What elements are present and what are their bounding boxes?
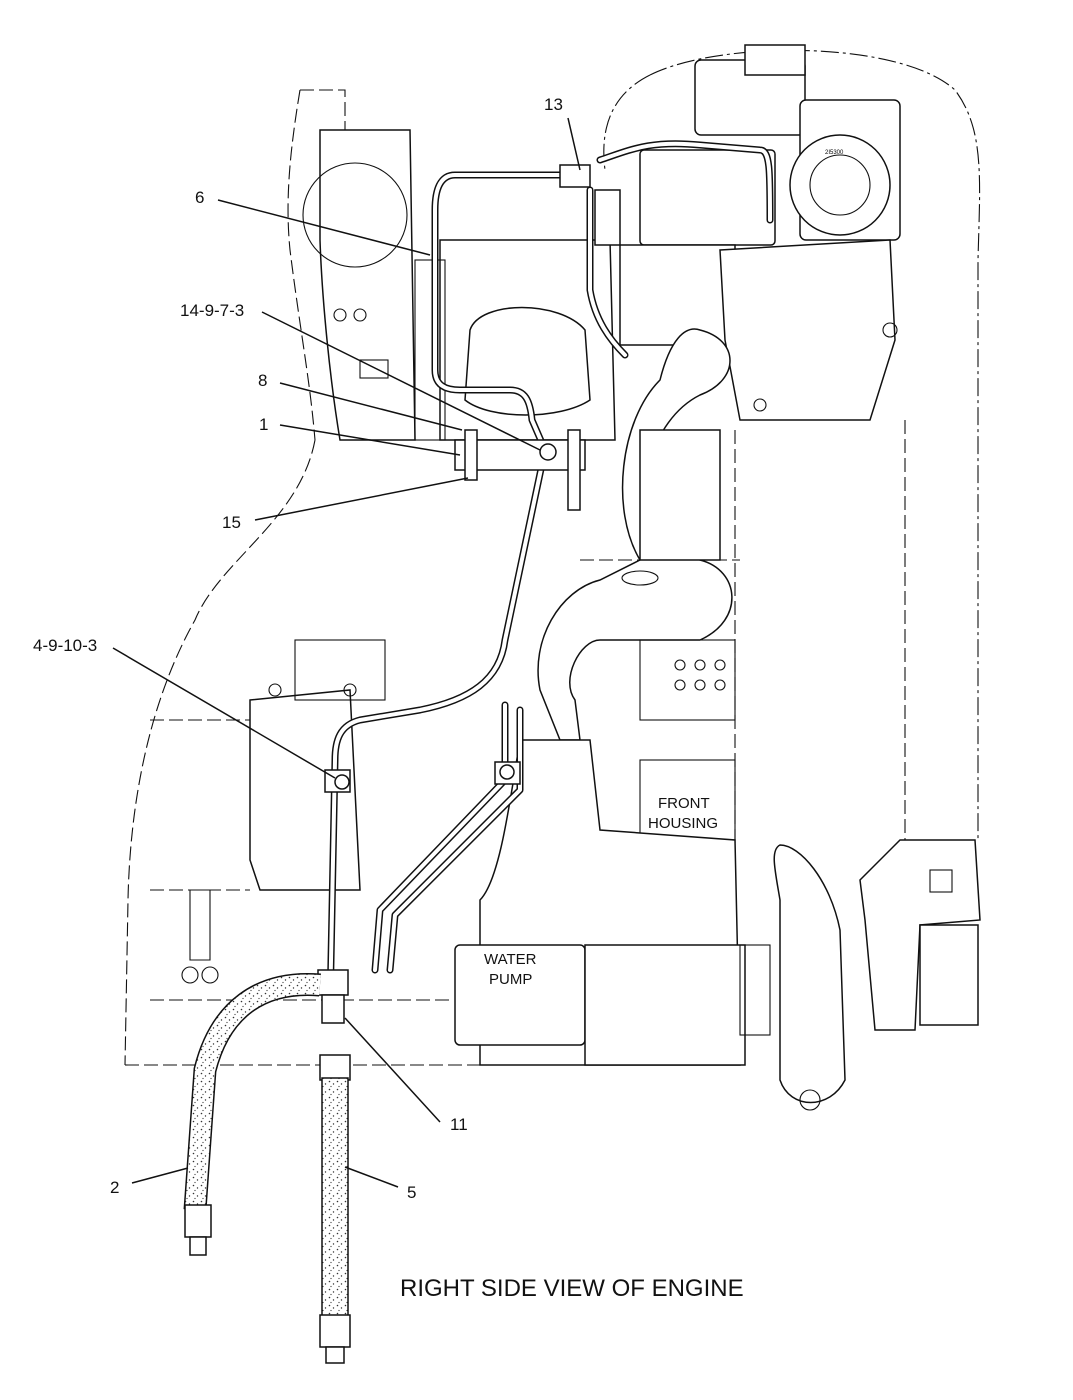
water-pump-label-line2: PUMP (489, 971, 532, 988)
callout-6: 6 (195, 188, 204, 207)
diagram-title: RIGHT SIDE VIEW OF ENGINE (400, 1275, 744, 1302)
front-housing-label-line1: FRONT (658, 795, 710, 812)
leader-lines (112, 117, 581, 1188)
valve-cover (414, 239, 616, 441)
water-pump (454, 944, 771, 1066)
side-plate (302, 129, 416, 441)
fitting-11 (317, 969, 349, 1024)
hose-5 (319, 1054, 351, 1364)
callout-5: 5 (407, 1183, 416, 1202)
right-housing (773, 839, 981, 1111)
callout-15: 15 (222, 513, 241, 532)
callout-2: 2 (110, 1178, 119, 1197)
elbow-pipe (537, 328, 733, 741)
clamps (324, 164, 621, 793)
upper-pump-assembly: 2I5300 (619, 44, 901, 421)
callout-13: 13 (544, 95, 563, 114)
hose-2 (183, 972, 321, 1256)
callout-11: 11 (450, 1115, 468, 1134)
callout-8: 8 (258, 371, 267, 390)
tube-lines (326, 140, 774, 1014)
callout-4-9-10-3: 4-9-10-3 (33, 636, 97, 655)
callout-1: 1 (259, 415, 268, 434)
lower-left-bracket (181, 639, 386, 984)
water-pump-label-line1: WATER (484, 951, 537, 968)
callouts: 13 6 14-9-7-3 8 1 15 4-9-10-3 11 2 5 (33, 95, 563, 1202)
front-housing-label-line2: HOUSING (648, 815, 718, 832)
callout-14-9-7-3: 14-9-7-3 (180, 301, 244, 320)
part-number-stamp: 2I5300 (825, 150, 844, 156)
